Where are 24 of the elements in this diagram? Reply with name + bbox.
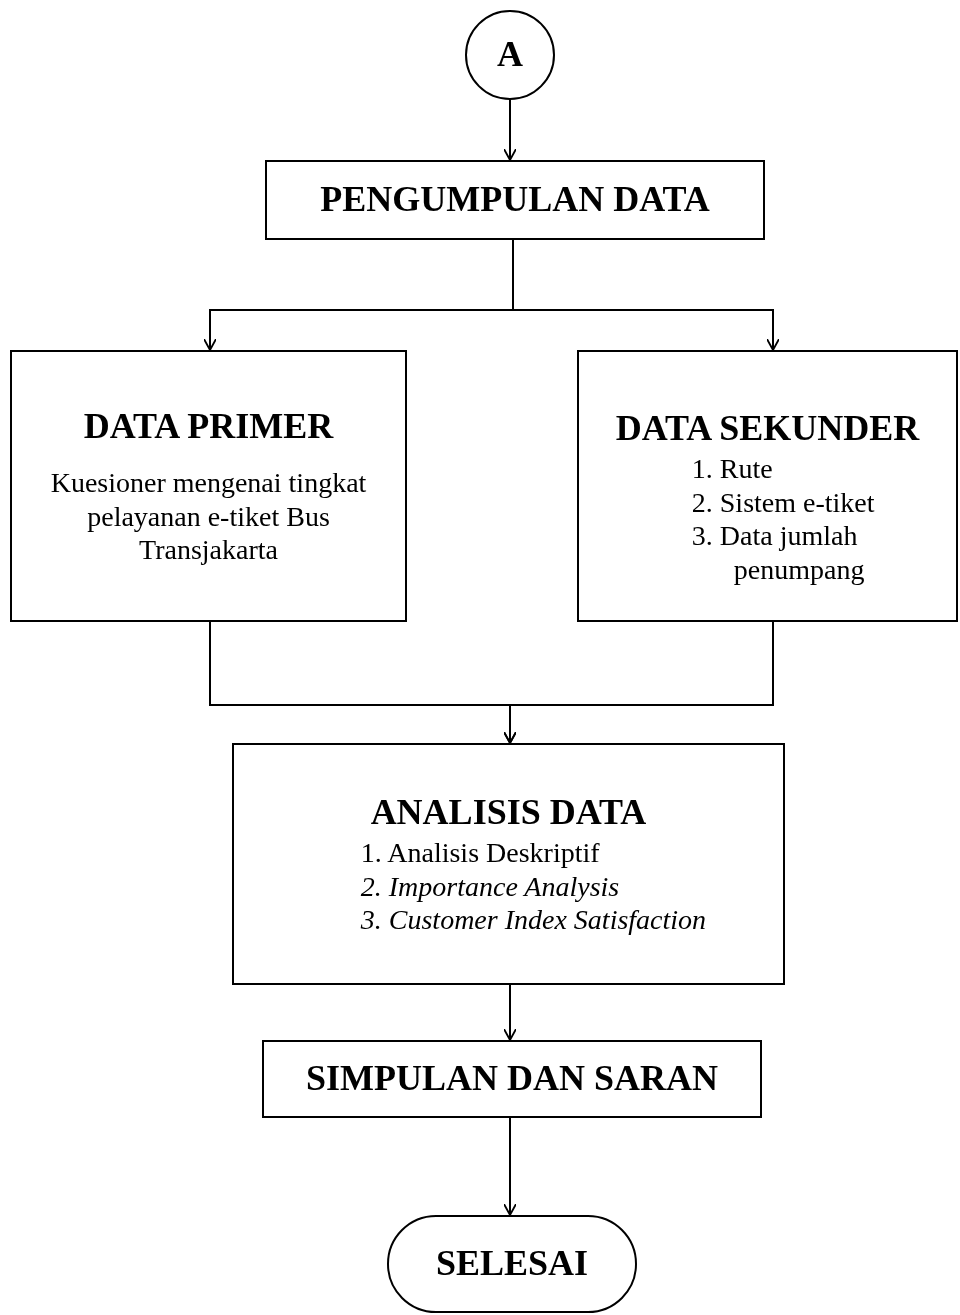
arrow bbox=[512, 239, 780, 351]
box-description: Kuesioner mengenai tingkat pelayanan e-tiket Bus Transjakarta bbox=[49, 466, 368, 567]
box-heading: DATA SEKUNDER bbox=[615, 407, 920, 450]
process-box bbox=[265, 160, 765, 240]
list-item: 2. Importance Analysis bbox=[359, 869, 620, 904]
list-item: 3. Data jumlah penumpang bbox=[690, 519, 866, 587]
box-heading: A bbox=[497, 33, 523, 77]
arrow bbox=[503, 984, 517, 1041]
list-item: 3. Customer Index Satisfaction bbox=[359, 903, 707, 937]
list-item: 1. Rute bbox=[690, 452, 774, 486]
box-heading: SIMPULAN DAN SARAN bbox=[306, 1057, 718, 1101]
list-item: 2. Sistem e-tiket bbox=[690, 485, 875, 520]
process-box bbox=[577, 350, 958, 622]
box-heading: DATA PRIMER bbox=[83, 405, 334, 448]
box-heading: PENGUMPULAN DATA bbox=[320, 178, 710, 222]
box-heading: SELESAI bbox=[435, 1242, 589, 1286]
list-item: 1. Analisis Deskriptif bbox=[359, 836, 600, 870]
process-box bbox=[232, 743, 785, 985]
process-box bbox=[10, 350, 407, 622]
arrow bbox=[503, 99, 517, 161]
arrow bbox=[503, 621, 774, 744]
box-heading: ANALISIS DATA bbox=[370, 791, 647, 834]
arrow bbox=[503, 1117, 517, 1216]
process-box bbox=[262, 1040, 762, 1118]
